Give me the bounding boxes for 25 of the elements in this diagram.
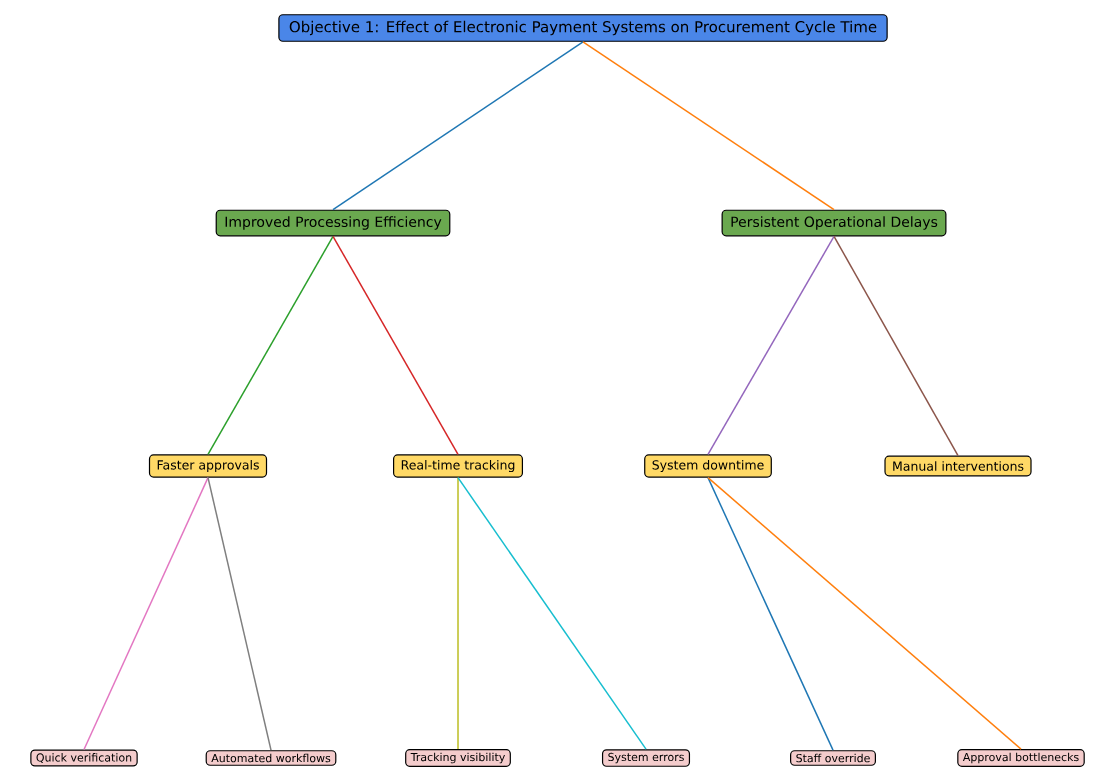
connector-line bbox=[457, 476, 647, 750]
item-box: Staff override bbox=[790, 750, 876, 766]
connector-line bbox=[332, 235, 459, 456]
connector-line bbox=[332, 41, 584, 211]
connector-line bbox=[707, 476, 1022, 750]
connector-line bbox=[707, 235, 835, 456]
connector-line bbox=[582, 41, 835, 211]
item-box: Tracking visibility bbox=[405, 749, 511, 767]
title-box: Objective 1: Effect of Electronic Payment Systems on Procurement Cycle Time bbox=[278, 14, 888, 42]
category-box: Improved Processing Efficiency bbox=[215, 209, 451, 237]
category-box: Persistent Operational Delays bbox=[721, 209, 947, 237]
factor-box: System downtime bbox=[644, 454, 772, 478]
connector-line bbox=[207, 235, 334, 456]
item-box: Approval bottlenecks bbox=[957, 749, 1085, 767]
factor-box: Manual interventions bbox=[884, 455, 1032, 477]
factor-box: Faster approvals bbox=[148, 454, 268, 478]
item-box: Automated workflows bbox=[205, 750, 337, 766]
factor-box: Real-time tracking bbox=[393, 454, 523, 478]
connector-line bbox=[833, 235, 959, 457]
item-box: Quick verification bbox=[30, 749, 138, 767]
connector-line bbox=[83, 476, 209, 751]
connector-line bbox=[707, 476, 834, 751]
item-box: System errors bbox=[601, 749, 691, 767]
connector-line bbox=[457, 476, 459, 750]
connector-line bbox=[207, 476, 272, 751]
